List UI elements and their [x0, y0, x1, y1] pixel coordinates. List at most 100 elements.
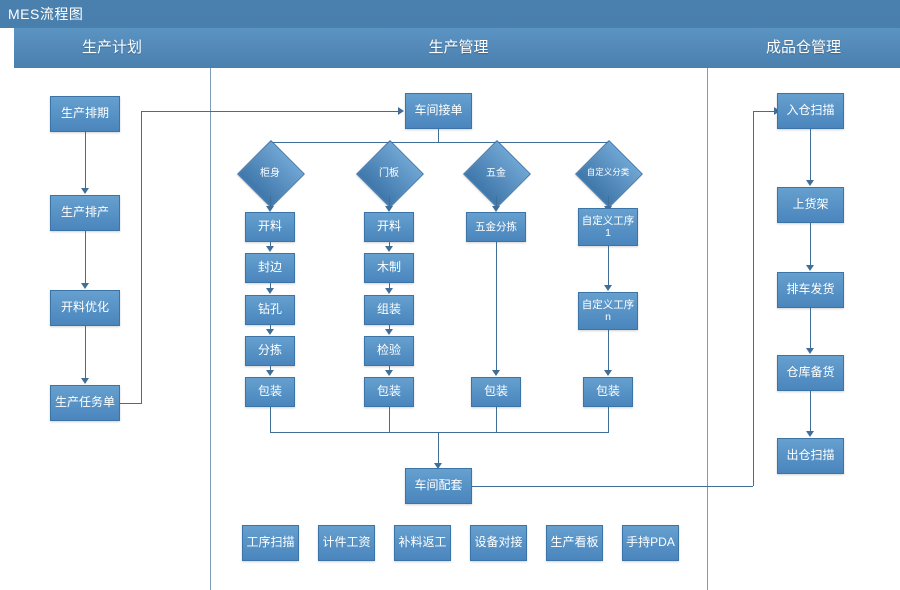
- arrowhead-dec2-step0: [492, 206, 500, 212]
- node-b3-s2[interactable]: 包装: [583, 377, 633, 407]
- lane-divider-left: [210, 68, 211, 590]
- lane-divider-right: [707, 68, 708, 590]
- connector-b0-3-4: [270, 366, 271, 371]
- arrowhead-wh-2-3: [806, 348, 814, 354]
- connector-dec2-step0: [496, 196, 497, 209]
- decision-shape-1[interactable]: [356, 140, 424, 208]
- node-workshop-kitting[interactable]: 车间配套: [405, 468, 472, 504]
- connector-wh-1-2: [810, 223, 811, 265]
- connector-merge-riser-3: [608, 407, 609, 432]
- connector-merge-riser-0: [270, 407, 271, 432]
- swimlane-header-background: [14, 28, 900, 68]
- diagram-canvas: 生产排期 生产排产 开料优化 生产任务单 车间接单 柜身: [14, 68, 900, 590]
- decision-shape-0[interactable]: [237, 140, 305, 208]
- connector-plan-2-3: [85, 326, 86, 379]
- connector-merge-riser-2: [496, 407, 497, 432]
- arrowhead-b3-0-1: [604, 285, 612, 291]
- arrowhead-b1-2-3: [385, 329, 393, 335]
- arrowhead-dec0-step0: [266, 206, 274, 212]
- arrowhead-wh-3-4: [806, 431, 814, 437]
- arrowhead-plan-0-1: [81, 188, 89, 194]
- arrowhead-b0-1-2: [266, 288, 274, 294]
- node-workshop-order[interactable]: 车间接单: [405, 93, 472, 129]
- connector-dec3-step0: [608, 196, 609, 209]
- node-b2-s1[interactable]: 包装: [471, 377, 521, 407]
- lane-header-plan: 生产计划: [81, 39, 142, 56]
- node-b3-s0[interactable]: 自定义工序 1: [578, 208, 638, 246]
- node-b1-s4[interactable]: 包装: [364, 377, 414, 407]
- node-b1-s2[interactable]: 组装: [364, 295, 414, 325]
- connector-dec0-step0: [270, 196, 271, 209]
- connector-b1-1-2: [389, 283, 390, 288]
- connector-b1-0-1: [389, 242, 390, 247]
- node-b2-s0[interactable]: 五金分拣: [466, 212, 526, 242]
- arrowhead-plan-2-3: [81, 378, 89, 384]
- node-support-0[interactable]: 工序扫描: [242, 525, 299, 561]
- lane-header-production: 生产管理: [428, 39, 489, 56]
- node-wh-2[interactable]: 排车发货: [777, 272, 844, 308]
- connector-branch-bus: [270, 142, 609, 143]
- node-b0-s3[interactable]: 分拣: [245, 336, 295, 366]
- node-b1-s3[interactable]: 检验: [364, 336, 414, 366]
- node-support-1[interactable]: 计件工资: [318, 525, 375, 561]
- node-b3-s1[interactable]: 自定义工序 n: [578, 292, 638, 330]
- lane-header-warehouse: 成品仓管理: [765, 39, 841, 56]
- node-plan-1[interactable]: 生产排产: [50, 195, 120, 231]
- node-b1-s0[interactable]: 开料: [364, 212, 414, 242]
- node-support-2[interactable]: 补料返工: [394, 525, 451, 561]
- connector-plan-to-entry-v: [141, 111, 142, 403]
- arrowhead-b0-0-1: [266, 246, 274, 252]
- arrowhead-b2-0-1: [492, 370, 500, 376]
- connector-b0-1-2: [270, 283, 271, 288]
- decision-shape-2[interactable]: [463, 140, 531, 208]
- node-support-3[interactable]: 设备对接: [470, 525, 527, 561]
- node-b0-s0[interactable]: 开料: [245, 212, 295, 242]
- node-plan-3[interactable]: 生产任务单: [50, 385, 120, 421]
- connector-wh-2-3: [810, 308, 811, 348]
- arrowhead-wh-1-2: [806, 265, 814, 271]
- page-title: MES流程图: [8, 6, 84, 22]
- node-b0-s1[interactable]: 封边: [245, 253, 295, 283]
- connector-merge-riser-1: [389, 407, 390, 432]
- node-b0-s2[interactable]: 钻孔: [245, 295, 295, 325]
- arrowhead-plan-1-2: [81, 283, 89, 289]
- connector-b1-3-4: [389, 366, 390, 371]
- node-b0-s4[interactable]: 包装: [245, 377, 295, 407]
- connector-wh-0-1: [810, 129, 811, 180]
- connector-plan-1-2: [85, 231, 86, 284]
- connector-b1-2-3: [389, 325, 390, 330]
- connector-merge-stem: [438, 432, 439, 465]
- arrowhead-b0-3-4: [266, 370, 274, 376]
- node-support-5[interactable]: 手持PDA: [622, 525, 679, 561]
- connector-b0-2-3: [270, 325, 271, 330]
- node-plan-2[interactable]: 开料优化: [50, 290, 120, 326]
- node-plan-0[interactable]: 生产排期: [50, 96, 120, 132]
- arrowhead-merge-stem: [434, 463, 442, 469]
- arrowhead-wh-0-1: [806, 180, 814, 186]
- arrowhead-b1-1-2: [385, 288, 393, 294]
- connector-dec1-step0: [389, 196, 390, 209]
- connector-merge-bus: [270, 432, 609, 433]
- node-b1-s1[interactable]: 木制: [364, 253, 414, 283]
- connector-b3-0-1: [608, 246, 609, 286]
- node-wh-0[interactable]: 入仓扫描: [777, 93, 844, 129]
- connector-b3-1-2: [608, 330, 609, 371]
- arrowhead-dec1-step0: [385, 206, 393, 212]
- node-wh-3[interactable]: 仓库备货: [777, 355, 844, 391]
- connector-plan-to-entry-h1: [120, 403, 142, 404]
- decision-shape-3[interactable]: [575, 140, 643, 208]
- connector-b0-0-1: [270, 242, 271, 247]
- node-wh-4[interactable]: 出仓扫描: [777, 438, 844, 474]
- connector-kitting-to-wh-v: [753, 111, 754, 486]
- arrowhead-b3-1-2: [604, 370, 612, 376]
- connector-kitting-to-wh-h2: [753, 111, 777, 112]
- node-wh-1[interactable]: 上货架: [777, 187, 844, 223]
- arrowhead-b0-2-3: [266, 329, 274, 335]
- node-support-4[interactable]: 生产看板: [546, 525, 603, 561]
- arrowhead-plan-to-entry: [398, 107, 404, 115]
- connector-b2-0-1: [496, 242, 497, 371]
- window-title-bar: MES流程图: [0, 0, 900, 28]
- arrowhead-b1-0-1: [385, 246, 393, 252]
- arrowhead-b1-3-4: [385, 370, 393, 376]
